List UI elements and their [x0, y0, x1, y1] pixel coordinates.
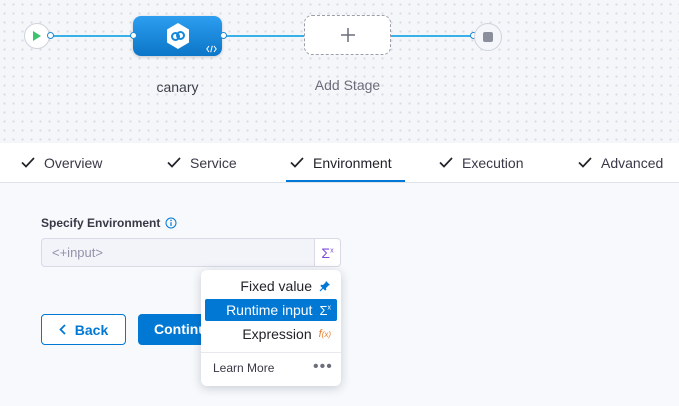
play-icon: [33, 31, 41, 41]
connector-line: [50, 35, 134, 37]
tab-environment[interactable]: Environment: [290, 143, 392, 182]
menu-item-label: Runtime input: [226, 302, 313, 318]
input-type-toggle[interactable]: Σx: [314, 238, 341, 267]
menu-item-label: Expression: [242, 326, 312, 342]
menu-item-runtime-input[interactable]: Runtime input Σx: [205, 299, 337, 321]
sigma-icon: Σx: [321, 244, 334, 261]
menu-item-label: Fixed value: [240, 278, 312, 294]
function-icon: f(x): [318, 328, 331, 340]
field-label-text: Specify Environment: [41, 216, 161, 230]
stage-tabs: Overview Service Environment Execution A…: [0, 143, 679, 183]
sigma-icon: Σx: [319, 302, 331, 318]
stage-input-port: [130, 32, 137, 39]
tab-execution[interactable]: Execution: [439, 143, 523, 182]
start-port: [47, 32, 54, 39]
stop-icon: [483, 32, 493, 42]
code-icon: [206, 45, 217, 53]
checkmark-icon: [290, 157, 304, 168]
checkmark-icon: [439, 157, 453, 168]
active-tab-indicator: [286, 180, 405, 182]
pin-icon: [319, 281, 330, 292]
input-type-menu: Fixed value Runtime input Σx Expression …: [201, 270, 341, 386]
connector-line: [222, 35, 305, 37]
menu-item-fixed-value[interactable]: Fixed value: [205, 275, 337, 297]
stage-card-canary[interactable]: [133, 16, 222, 56]
checkmark-icon: [21, 157, 35, 168]
stage-output-port: [220, 32, 227, 39]
continue-label: Continue: [154, 321, 215, 337]
plus-icon: [340, 28, 355, 42]
checkmark-icon: [167, 157, 181, 168]
menu-item-expression[interactable]: Expression f(x): [205, 323, 337, 345]
stage-name-label: canary: [156, 79, 199, 95]
back-label: Back: [74, 321, 109, 338]
deployment-stage-icon: [166, 23, 189, 49]
tab-label: Execution: [462, 154, 524, 171]
learn-more-link[interactable]: Learn More: [213, 361, 275, 375]
pipeline-canvas: canary Add Stage: [0, 0, 679, 143]
chevron-left-icon: [58, 324, 66, 335]
tab-overview[interactable]: Overview: [21, 143, 102, 182]
add-stage-label: Add Stage: [314, 77, 381, 93]
info-icon[interactable]: [165, 217, 177, 229]
pipeline-end-node[interactable]: [474, 23, 502, 51]
tab-label: Service: [190, 154, 237, 171]
tab-label: Advanced: [601, 154, 664, 171]
tab-service[interactable]: Service: [167, 143, 237, 182]
connector-line: [391, 35, 475, 37]
tab-label: Environment: [313, 154, 392, 171]
pipeline-start-node[interactable]: [24, 23, 50, 49]
tab-label: Overview: [44, 154, 103, 171]
back-button[interactable]: Back: [41, 314, 126, 345]
tab-advanced[interactable]: Advanced: [578, 143, 663, 182]
checkmark-icon: [578, 157, 592, 168]
add-stage-button[interactable]: [304, 15, 391, 55]
environment-input[interactable]: <+input>: [41, 238, 314, 267]
more-dots-icon[interactable]: •••: [313, 358, 333, 375]
menu-divider: [201, 352, 341, 353]
environment-field-label: Specify Environment: [41, 216, 177, 230]
